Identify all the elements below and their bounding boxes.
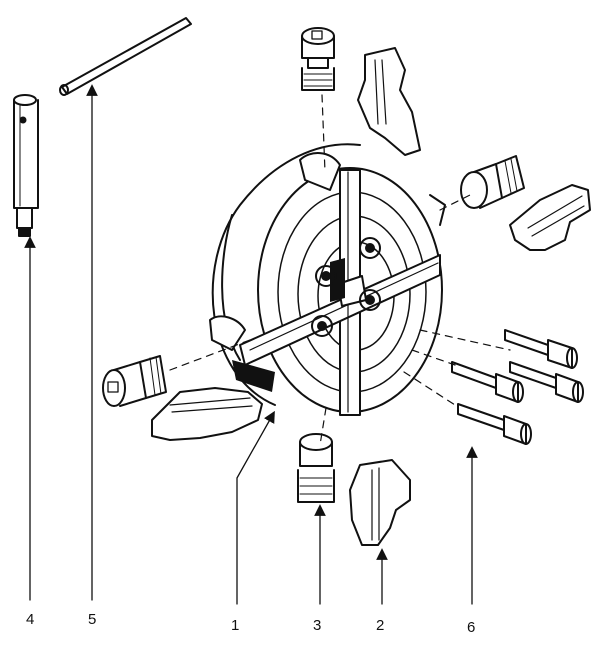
pin-part (59, 17, 192, 96)
cap-screw-1 (504, 329, 578, 369)
assembly-lines (169, 94, 511, 446)
chuck-key-part (13, 94, 39, 237)
jaw-screw-left (102, 355, 167, 407)
cap-screw-3 (451, 361, 524, 403)
cap-screw-4 (457, 403, 532, 445)
jaw-top (357, 47, 421, 156)
callout-1-label: 1 (231, 617, 240, 634)
jaw-bottom (349, 459, 411, 546)
callout-5-label: 5 (88, 611, 97, 628)
chuck-body (209, 143, 446, 416)
leader-1 (236, 410, 275, 605)
leader-lines (24, 84, 478, 605)
jaw-screw-top (301, 27, 335, 91)
callout-4-label: 4 (26, 611, 35, 628)
callout-6-label: 6 (467, 619, 476, 636)
callout-3-label: 3 (313, 617, 322, 634)
jaw-screw-right (460, 155, 525, 209)
jaw-right (509, 184, 591, 251)
cap-screw-2 (509, 361, 584, 403)
jaw-left (151, 387, 263, 441)
callout-2-label: 2 (376, 617, 385, 634)
jaw-screw-bottom (297, 433, 335, 503)
